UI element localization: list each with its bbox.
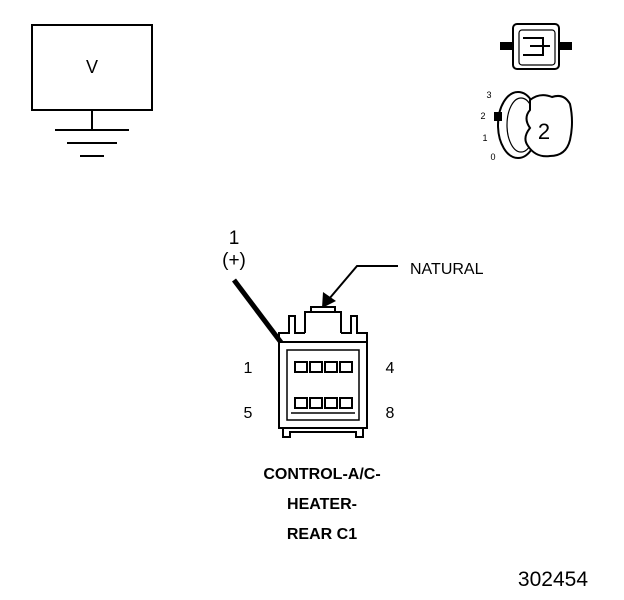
switch-position-3: 3 [486,90,491,100]
voltmeter-label: V [86,57,98,77]
connector-name-line-1: CONTROL-A/C- [263,466,380,483]
switch-position-2: 2 [480,111,485,121]
connector-name-line-2: HEATER- [287,496,357,513]
voltmeter-symbol: V [31,24,153,157]
switch-pointer [494,112,502,121]
cavity-6 [309,397,323,409]
switch-selected-value: 2 [538,119,550,144]
pin-label-5: 5 [244,405,253,422]
cavity-8 [339,397,353,409]
ground-icon [55,129,129,157]
cavity-3 [324,361,338,373]
cavity-7 [324,397,338,409]
color-callout-arrow [322,265,398,308]
cavity-5 [294,397,308,409]
connector-color-label: NATURAL [410,261,484,278]
connector-face [278,306,368,438]
probe-polarity-label: (+) [222,250,246,271]
terminal-probe-icon [500,23,572,70]
pin-label-8: 8 [386,405,395,422]
cavity-4 [339,361,353,373]
switch-position-0: 0 [490,152,495,162]
pin-label-1: 1 [244,360,253,377]
voltmeter-box [31,24,153,111]
cavity-2 [309,361,323,373]
figure-number: 302454 [518,568,588,591]
connector-name-line-3: REAR C1 [287,526,357,543]
switch-position-1: 1 [482,133,487,143]
pin-label-4: 4 [386,360,395,377]
probe-pin-label: 1 [229,228,240,249]
cavity-1 [294,361,308,373]
rotary-switch-icon: 3 2 1 0 2 [480,90,573,162]
